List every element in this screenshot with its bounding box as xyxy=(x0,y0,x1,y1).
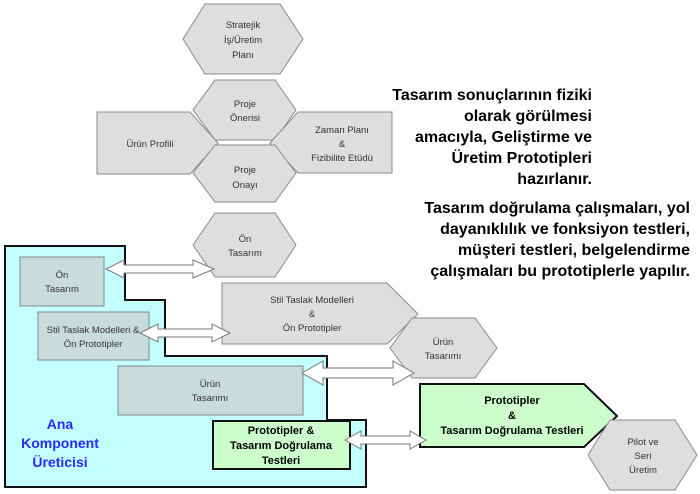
shape-label: Üretim xyxy=(629,465,657,476)
shape-label: Tasarım xyxy=(228,248,262,259)
shape-label: Önerisi xyxy=(230,113,260,124)
double-arrow-icon xyxy=(300,360,416,386)
zaman-plani-shape: Zaman Planı & Fizibilite Etüdü xyxy=(269,111,393,174)
shape-label: Seri xyxy=(635,451,652,462)
note-line: Üretim Prototipleri xyxy=(452,148,592,167)
shape-label: Fizibilite Etüdü xyxy=(311,153,373,164)
supplier-stil-taslak-box: Stil Taslak Modelleri & Ön Prototipler xyxy=(37,311,150,361)
box-label: Testleri xyxy=(262,455,300,467)
box-label: Ön xyxy=(56,270,69,281)
note-line: Tasarım doğrulama çalışmaları, yol xyxy=(424,200,690,217)
shape-label: & xyxy=(508,410,516,422)
shape-label: Tasarımı xyxy=(425,351,461,362)
note-line: Tasarım sonuçlarının fiziki xyxy=(392,87,592,104)
shape-label: Proje xyxy=(234,99,256,110)
shape-label: Onayı xyxy=(232,180,257,191)
shape-label: Stratejik xyxy=(226,20,261,31)
supplier-label-line: Üreticisi xyxy=(32,454,87,470)
shape-label: Zaman Planı xyxy=(315,125,369,136)
proje-onerisi-shape: Proje Önerisi xyxy=(192,79,297,141)
note-line: olarak görülmesi xyxy=(464,108,592,125)
shape-label: Ürün Profili xyxy=(127,139,174,150)
box-label: Tasarım xyxy=(45,284,79,295)
shape-label: & xyxy=(339,139,346,150)
on-tasarim-shape: Ön Tasarım xyxy=(192,212,297,278)
double-arrow-icon xyxy=(138,323,232,343)
shape-label: Ürün xyxy=(433,337,454,348)
shape-label: Planı xyxy=(232,50,254,61)
stratejik-plan-shape: Stratejik İş/Üretim Planı xyxy=(182,3,304,75)
supplier-urun-tasarimi-box: Ürün Tasarımı xyxy=(117,365,304,416)
double-arrow-icon xyxy=(104,259,216,279)
shape-label: Prototipler xyxy=(484,395,540,407)
supplier-label-line: Ana xyxy=(47,416,74,432)
shape-label: İş/Üretim xyxy=(224,35,262,46)
stil-taslak-shape: Stil Taslak Modelleri & Ön Prototipler xyxy=(221,282,419,345)
box-label: Tasarımı xyxy=(192,393,228,404)
shape-label: Ön xyxy=(239,234,252,245)
note-line: hazırlanır. xyxy=(517,171,592,188)
double-arrow-icon xyxy=(343,430,428,450)
shape-label: Tasarım Doğrulama Testleri xyxy=(440,425,583,437)
pilot-seri-uretim-shape: Pilot ve Seri Üretim xyxy=(587,419,698,491)
box-label: Stil Taslak Modelleri & xyxy=(47,325,140,336)
supplier-label-line: Komponent xyxy=(21,435,99,451)
urun-tasarimi-shape: Ürün Tasarımı xyxy=(389,317,498,379)
shape-label: Ön Prototipler xyxy=(283,323,342,334)
box-label: Tasarım Doğrulama xyxy=(230,440,333,452)
note-line: dayanıklılık ve fonksiyon testleri, xyxy=(440,221,690,238)
note-block-2: Tasarım doğrulama çalışmaları, yol dayan… xyxy=(424,200,690,280)
box-label: Ön Prototipler xyxy=(64,339,123,350)
shape-label: & xyxy=(309,309,316,320)
note-line: müşteri testleri, belgelendirme xyxy=(458,242,690,259)
note-line: çalışmaları bu prototiplerle yapılır. xyxy=(430,263,690,280)
proje-onayi-shape: Proje Onayı xyxy=(192,144,297,203)
shape-label: Proje xyxy=(234,165,256,176)
prototipler-main-shape: Prototipler & Tasarım Doğrulama Testleri xyxy=(419,383,619,448)
shape-label: Stil Taslak Modelleri xyxy=(270,295,354,306)
supplier-on-tasarim-box: Ön Tasarım xyxy=(19,256,105,307)
box-label: Prototipler & xyxy=(248,425,315,437)
note-block-1: Tasarım sonuçlarının fiziki olarak görül… xyxy=(392,87,592,188)
note-line: amacıyla, Geliştirme ve xyxy=(415,129,592,146)
supplier-label: Ana Komponent Üreticisi xyxy=(21,416,99,470)
box-label: Ürün xyxy=(200,379,221,390)
shape-label: Pilot ve xyxy=(627,437,658,448)
supplier-prototipler-box: Prototipler & Tasarım Doğrulama Testleri xyxy=(212,420,351,470)
